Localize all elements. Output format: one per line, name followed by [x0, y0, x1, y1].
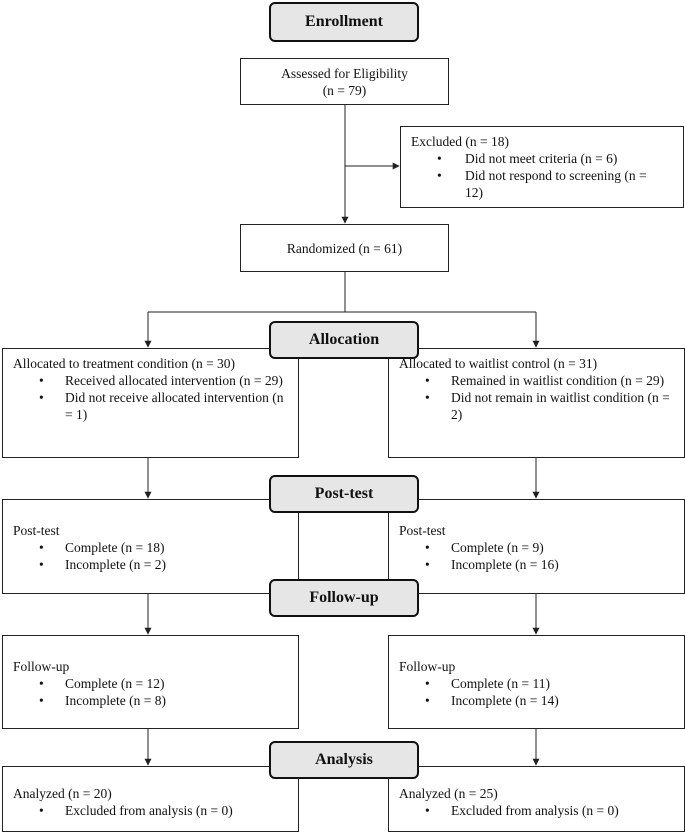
allocation-right-item: Remained in waitlist condition (n = 29): [399, 372, 674, 389]
allocation-left-box: Allocated to treatment condition (n = 30…: [2, 348, 299, 458]
assessed-count: (n = 79): [322, 82, 367, 98]
excluded-item: Did not respond to screening (n = 12): [411, 167, 665, 201]
followup-right-box: Follow-up Complete (n = 11) Incomplete (…: [388, 635, 685, 729]
followup-left-item: Complete (n = 12): [13, 675, 288, 692]
assessed-box: Assessed for Eligibility (n = 79): [240, 58, 449, 105]
analysis-left-title: Analyzed (n = 20): [13, 786, 112, 801]
posttest-right-box: Post-test Complete (n = 9) Incomplete (n…: [388, 499, 685, 594]
posttest-left-title: Post-test: [13, 523, 60, 538]
followup-left-item: Incomplete (n = 8): [13, 692, 288, 709]
analysis-phase-label: Analysis: [269, 741, 419, 779]
allocation-right-list: Remained in waitlist condition (n = 29) …: [399, 372, 674, 423]
followup-right-list: Complete (n = 11) Incomplete (n = 14): [399, 675, 674, 709]
followup-left-title: Follow-up: [13, 659, 70, 674]
posttest-right-title: Post-test: [399, 523, 446, 538]
excluded-list: Did not meet criteria (n = 6) Did not re…: [411, 150, 673, 201]
enrollment-phase-label: Enrollment: [269, 2, 419, 42]
followup-right-item: Incomplete (n = 14): [399, 692, 674, 709]
posttest-left-box: Post-test Complete (n = 18) Incomplete (…: [2, 499, 299, 594]
allocation-left-title: Allocated to treatment condition (n = 30…: [13, 356, 236, 371]
followup-left-list: Complete (n = 12) Incomplete (n = 8): [13, 675, 288, 709]
posttest-right-item: Complete (n = 9): [399, 539, 674, 556]
followup-left-box: Follow-up Complete (n = 12) Incomplete (…: [2, 635, 299, 729]
posttest-right-item: Incomplete (n = 16): [399, 556, 674, 573]
analysis-left-item: Excluded from analysis (n = 0): [13, 802, 288, 819]
allocation-right-title: Allocated to waitlist control (n = 31): [399, 356, 598, 371]
allocation-phase-label: Allocation: [269, 321, 419, 359]
analysis-left-box: Analyzed (n = 20) Excluded from analysis…: [2, 766, 299, 832]
randomized-label: Randomized (n = 61): [286, 240, 403, 256]
posttest-right-list: Complete (n = 9) Incomplete (n = 16): [399, 539, 674, 573]
excluded-title: Excluded (n = 18): [411, 134, 509, 149]
allocation-left-list: Received allocated intervention (n = 29)…: [13, 372, 288, 423]
followup-phase-label: Follow-up: [269, 579, 419, 617]
analysis-right-title: Analyzed (n = 25): [399, 786, 498, 801]
followup-right-item: Complete (n = 11): [399, 675, 674, 692]
analysis-right-item: Excluded from analysis (n = 0): [399, 802, 674, 819]
allocation-right-item: Did not remain in waitlist condition (n …: [399, 389, 674, 423]
analysis-right-box: Analyzed (n = 25) Excluded from analysis…: [388, 766, 685, 832]
posttest-left-list: Complete (n = 18) Incomplete (n = 2): [13, 539, 288, 573]
posttest-left-item: Complete (n = 18): [13, 539, 288, 556]
analysis-right-list: Excluded from analysis (n = 0): [399, 802, 674, 819]
posttest-left-item: Incomplete (n = 2): [13, 556, 288, 573]
assessed-label: Assessed for Eligibility: [281, 65, 408, 81]
randomized-box: Randomized (n = 61): [240, 224, 449, 272]
allocation-right-box: Allocated to waitlist control (n = 31) R…: [388, 348, 685, 458]
excluded-box: Excluded (n = 18) Did not meet criteria …: [400, 126, 684, 208]
excluded-item: Did not meet criteria (n = 6): [411, 150, 665, 167]
analysis-left-list: Excluded from analysis (n = 0): [13, 802, 288, 819]
posttest-phase-label: Post-test: [269, 475, 419, 513]
allocation-left-item: Did not receive allocated intervention (…: [13, 389, 288, 423]
followup-right-title: Follow-up: [399, 659, 456, 674]
allocation-left-item: Received allocated intervention (n = 29): [13, 372, 288, 389]
